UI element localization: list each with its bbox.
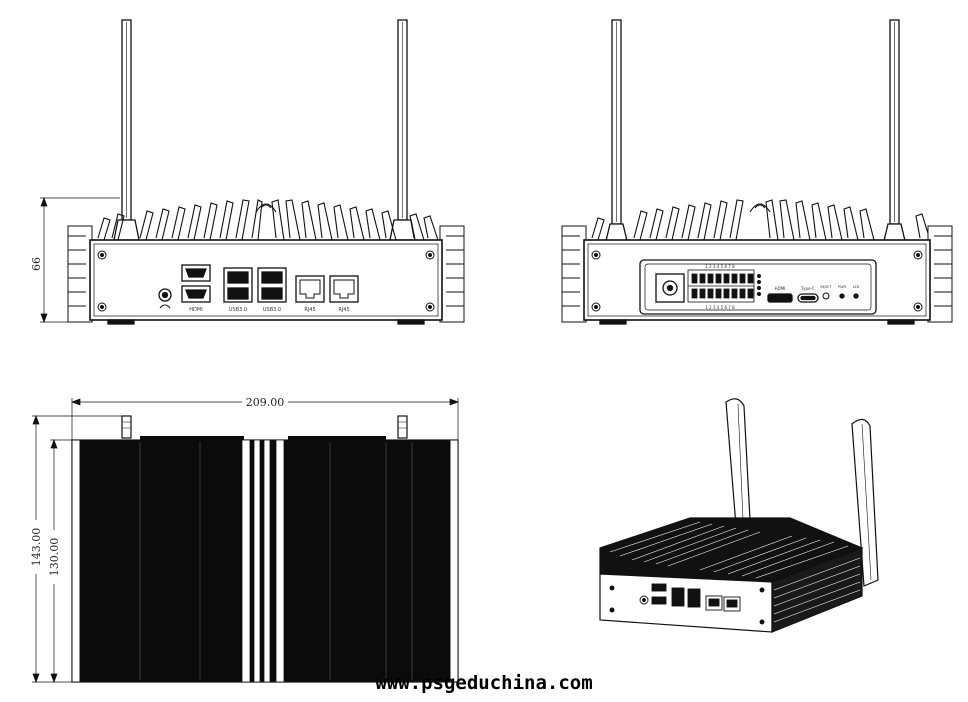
front-side-fins-right — [439, 225, 465, 323]
iso-antenna-right — [851, 418, 879, 587]
front-screws — [97, 250, 435, 312]
rj45-label-b: RJ45 — [338, 307, 349, 313]
top-depth-outer-label: 143.00 — [30, 528, 43, 567]
rear-typec-port — [797, 293, 819, 303]
usb-ports-b — [257, 267, 287, 303]
front-antenna-left — [113, 19, 140, 241]
top-antenna-stub-left — [121, 415, 132, 439]
pwr-label: PWR — [838, 285, 847, 289]
top-width-label: 209.00 — [246, 396, 285, 409]
top-view — [32, 398, 459, 683]
dc-power-jack-icon — [655, 273, 685, 303]
rear-side-fins-right — [927, 225, 953, 323]
top-depth-inner-label: 130.00 — [48, 538, 61, 577]
rear-typec-label: Type-C — [800, 286, 815, 291]
rear-antenna-right — [878, 19, 911, 263]
iso-antenna-left — [725, 398, 751, 527]
heatsink-center-channel — [241, 439, 285, 683]
usb-label-a: USB3.0 — [229, 307, 247, 313]
audio-jack-icon — [158, 288, 172, 309]
terminal-block — [687, 269, 762, 303]
rear-view — [561, 19, 953, 325]
rear-hdmi-port — [767, 293, 793, 303]
usb-label-b: USB3.0 — [263, 307, 281, 313]
status-led-icons — [839, 293, 859, 299]
front-antenna-right — [389, 19, 416, 241]
front-height-dimension — [40, 197, 120, 323]
hdmi-label: HDMI — [189, 307, 202, 313]
rear-side-fins-left — [561, 225, 587, 323]
front-fins — [97, 199, 439, 241]
iso-front-face — [599, 573, 773, 633]
top-depth-dimensions — [32, 415, 122, 683]
rear-screws — [591, 250, 923, 312]
reset-button-icon — [822, 292, 830, 300]
watermark: www.psgeduchina.com — [375, 672, 593, 694]
top-antenna-stub-right — [397, 415, 408, 439]
rj45-port-a — [295, 275, 325, 303]
rj45-port-b — [329, 275, 359, 303]
heatsink-grooves — [139, 442, 413, 680]
front-side-fins-left — [67, 225, 93, 323]
reset-label: RESET — [820, 285, 832, 289]
terminal-top-label: 1 2 3 4 5 6 7 8 — [705, 264, 735, 269]
iso-front-ports — [609, 583, 765, 625]
rear-hdmi-label: HDMI — [775, 286, 786, 291]
terminal-bottom-label: 1 2 3 4 5 6 7 8 — [705, 305, 735, 310]
front-view — [40, 19, 465, 325]
led-label: LED — [853, 285, 860, 289]
rear-antenna-left — [600, 19, 633, 263]
rear-fins — [591, 199, 931, 241]
rj45-label-a: RJ45 — [304, 307, 315, 313]
top-width-dimension — [71, 398, 459, 440]
isometric-view — [599, 398, 879, 633]
front-height-label: 66 — [30, 257, 43, 271]
hdmi-ports — [181, 264, 211, 303]
usb-ports-a — [223, 267, 253, 303]
